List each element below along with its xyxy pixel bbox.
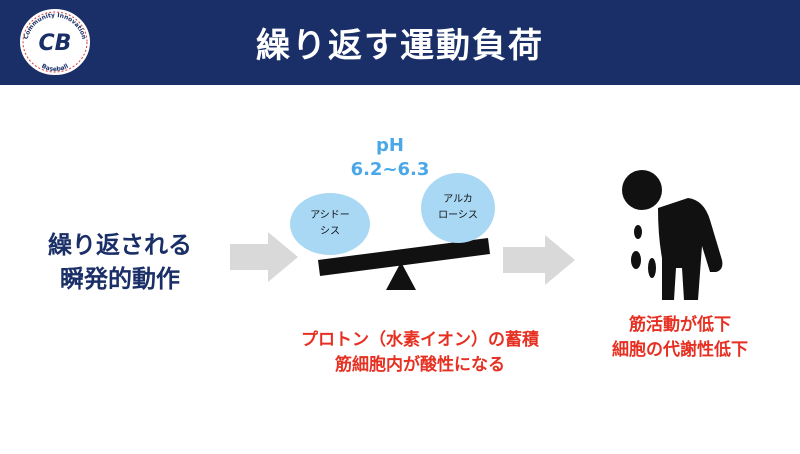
ph-title: pH [376,135,404,156]
arrow-right-icon [503,235,575,285]
ph-range: 6.2~6.3 [350,159,430,180]
left-line-2: 瞬発的動作 [60,265,180,293]
acidosis-line-1: アシドー [310,210,350,221]
header-bar [0,0,800,85]
alkalosis-line-1: アルカ [443,194,473,205]
proton-line-2: 筋細胞内が酸性になる [335,355,505,375]
arrow-right-icon [230,232,298,282]
seesaw-icon [318,238,490,290]
alkalosis-line-2: ローシス [438,210,478,221]
tired-person-icon [622,170,723,300]
muscle-line-2: 細胞の代謝性低下 [612,340,748,360]
proton-note: プロトン（水素イオン）の蓄積 筋細胞内が酸性になる [280,328,560,378]
svg-text:Baseball: Baseball [40,63,69,73]
baseball-logo: Community Innovation Baseball CB [18,7,92,77]
ph-label: pH 6.2~6.3 [300,134,480,182]
proton-line-1: プロトン（水素イオン）の蓄積 [301,330,539,350]
logo-text-bottom: Baseball [40,63,69,73]
muscle-note: 筋活動が低下 細胞の代謝性低下 [585,313,775,363]
repeated-motion-label: 繰り返される 瞬発的動作 [30,228,210,296]
muscle-line-1: 筋活動が低下 [629,315,731,335]
left-line-1: 繰り返される [48,231,192,259]
page-title: 繰り返す運動負荷 [256,26,544,66]
logo-monogram: CB [39,31,72,56]
acidosis-bubble: アシドー シス [290,193,370,255]
acidosis-line-2: シス [319,226,340,237]
alkalosis-bubble: アルカ ローシス [421,173,495,243]
